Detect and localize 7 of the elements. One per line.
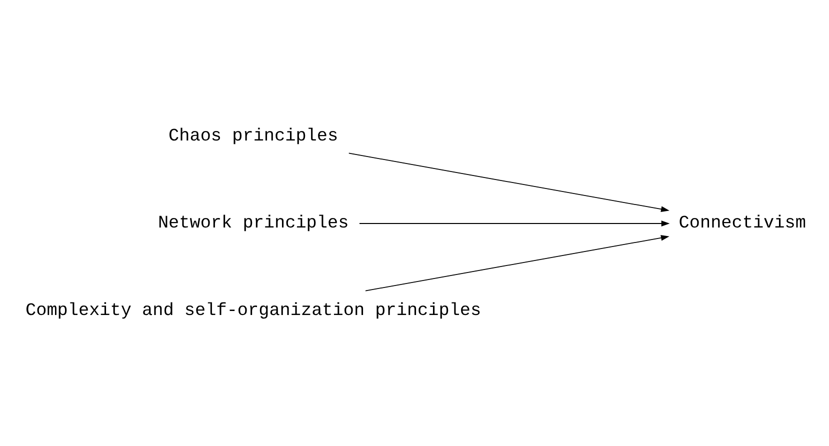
node-text: Network principles [158, 213, 349, 234]
arrow [359, 220, 670, 226]
node-text: Chaos principles [168, 126, 338, 146]
arrow [348, 152, 670, 212]
node-text: Connectivism [678, 213, 806, 234]
node-text: Complexity and self-organization principles [26, 300, 482, 320]
arrow [365, 234, 670, 291]
